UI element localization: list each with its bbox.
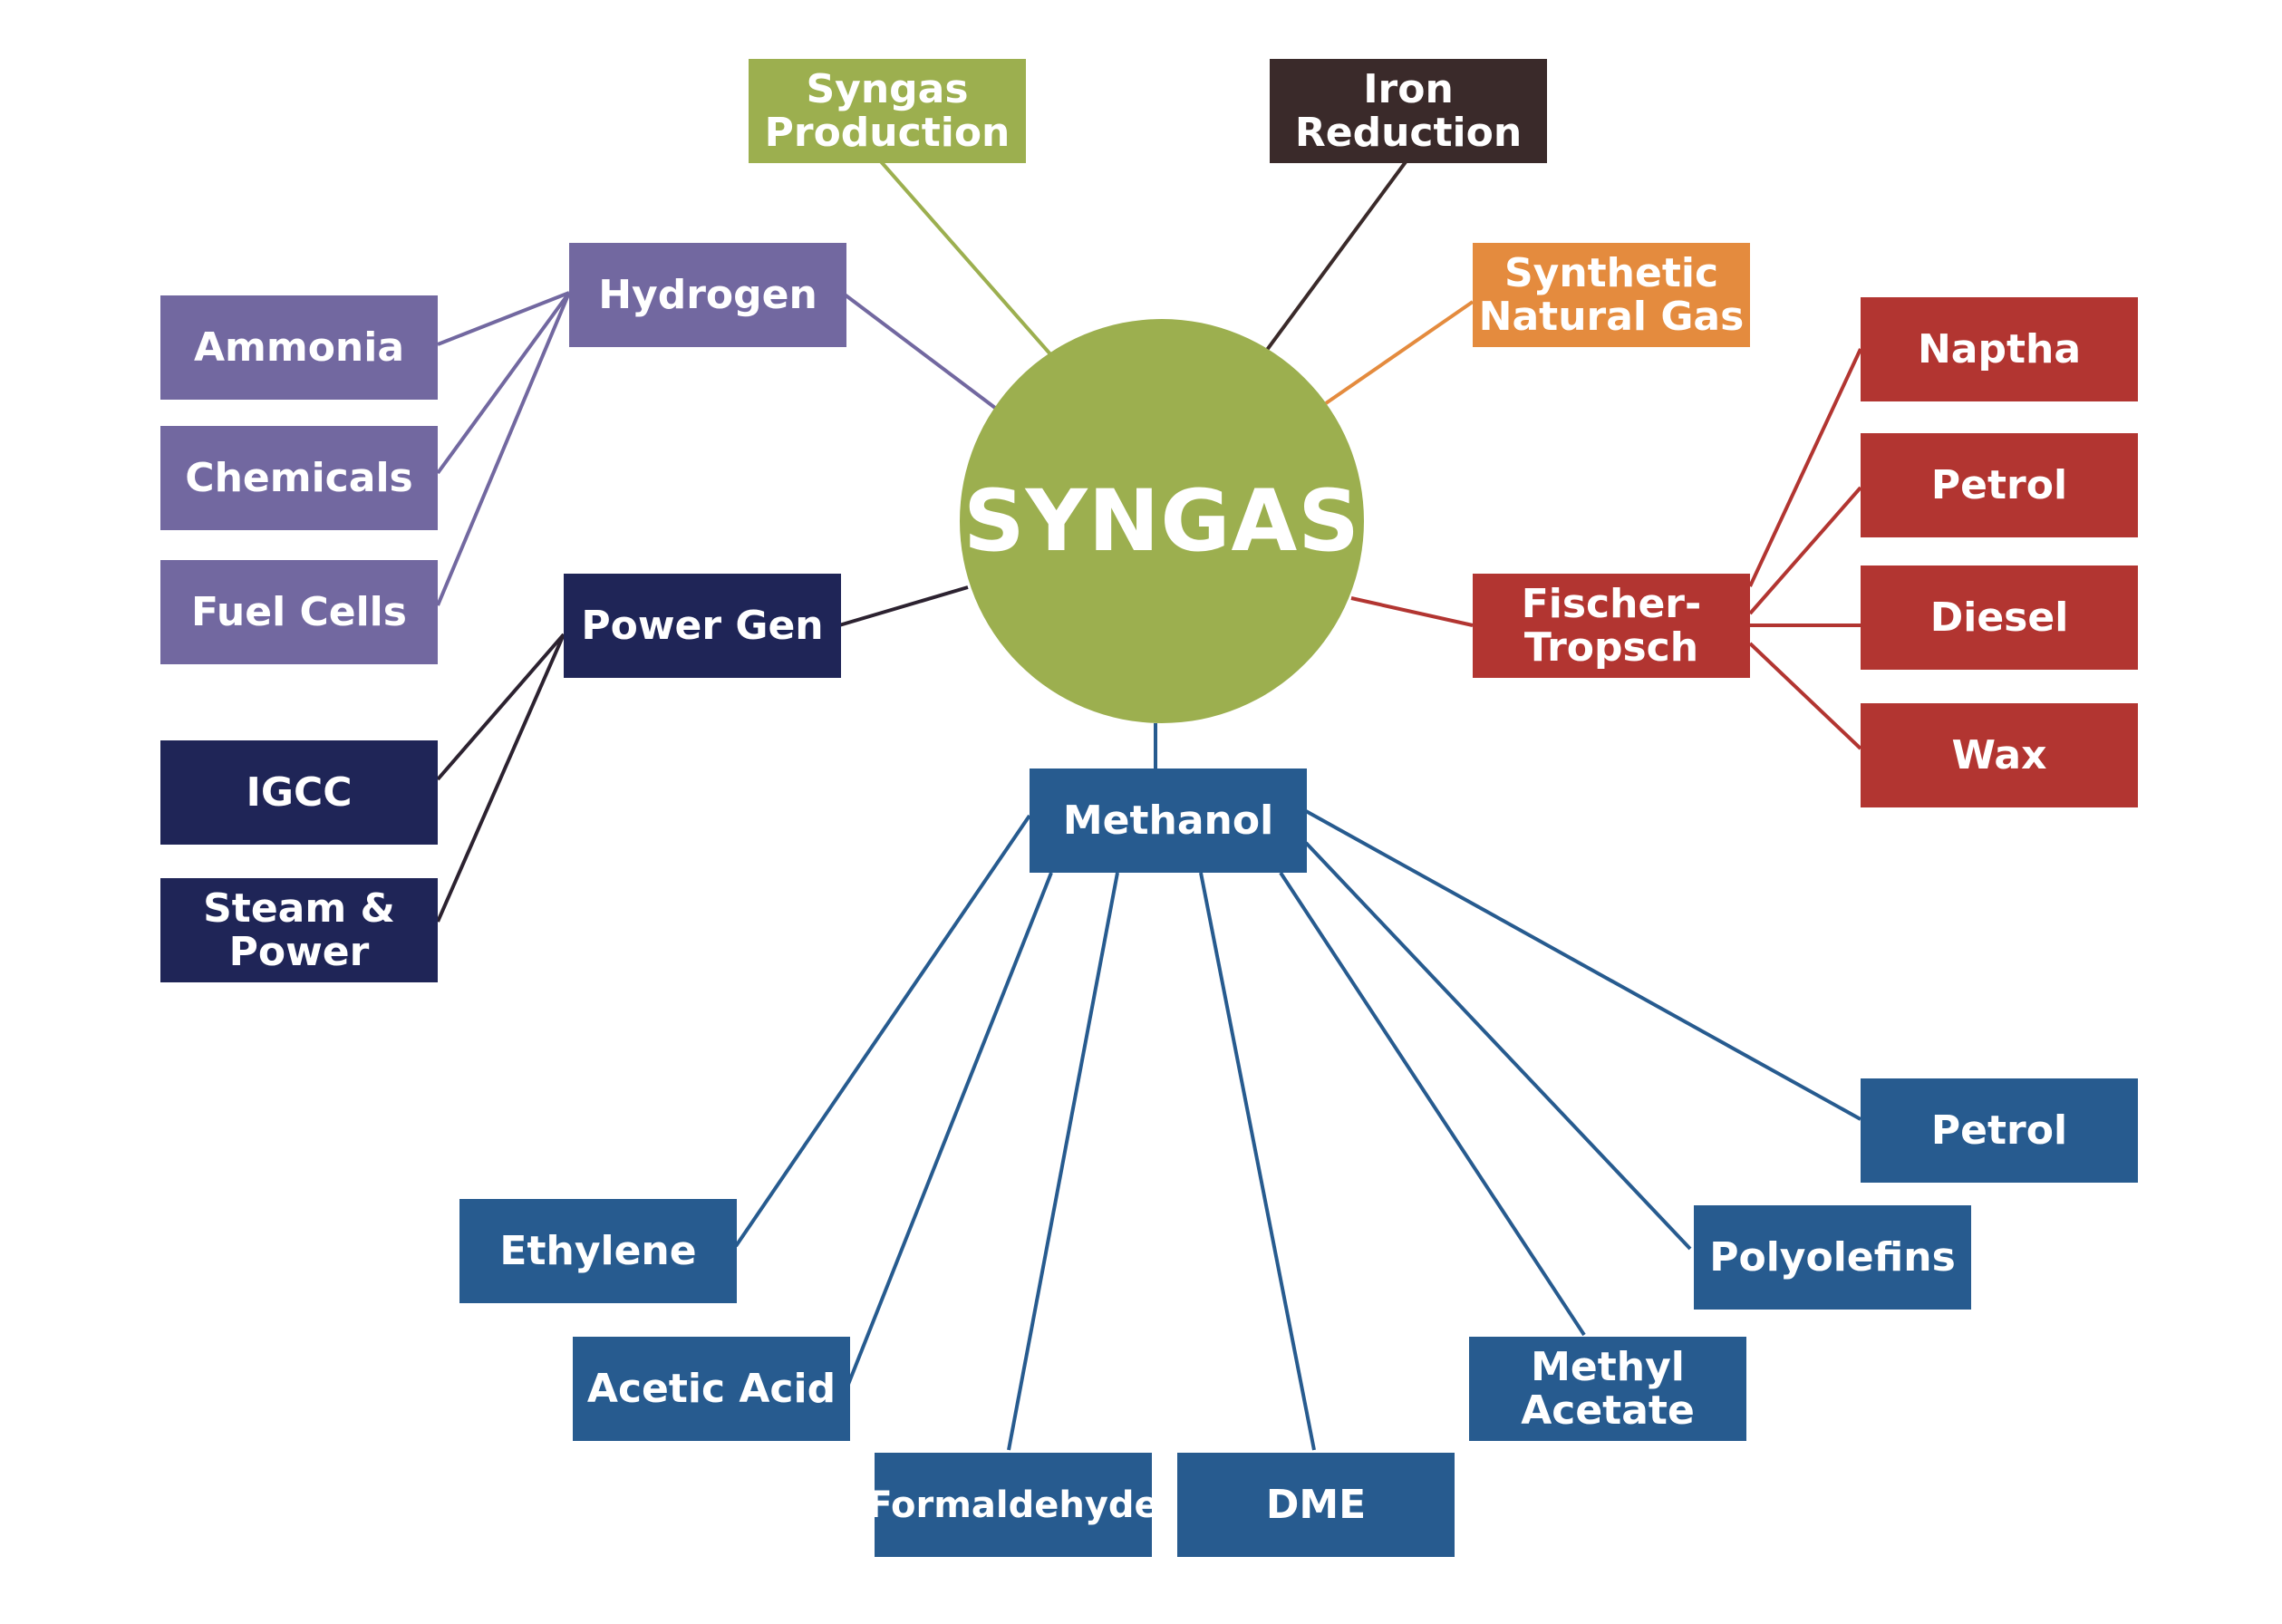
- node-label: Synthetic Natural Gas: [1478, 249, 1745, 340]
- link-hydrogen-chemicals: [436, 291, 571, 475]
- node-label: Steam & Power: [203, 884, 395, 975]
- node-label: Syngas Production: [764, 65, 1010, 156]
- node-formaldehyde: Formaldehyde: [867, 1453, 1159, 1557]
- node-label: Fuel Cells: [191, 588, 407, 635]
- node-label: Chemicals: [185, 454, 413, 501]
- node-igcc: IGCC: [160, 740, 438, 845]
- node-label: Iron Reduction: [1294, 65, 1523, 156]
- link-hub-hydrogen: [843, 293, 997, 410]
- node-polyolefins: Polyolefins: [1694, 1205, 1971, 1310]
- node-label: Fischer-Tropsch: [1521, 580, 1702, 671]
- node-methanol-petrol: Petrol: [1861, 1078, 2138, 1183]
- node-ammonia: Ammonia: [160, 295, 438, 400]
- link-ft-wax: [1748, 642, 1862, 750]
- node-fischer-tropsch: Fischer-Tropsch: [1473, 574, 1750, 678]
- node-dme: DME: [1177, 1453, 1455, 1557]
- link-methanol-petrol: [1305, 809, 1861, 1121]
- node-label: Polyolefins: [1709, 1233, 1956, 1281]
- link-hydrogen-fuel-cells: [436, 292, 571, 606]
- node-label: Methanol: [1062, 797, 1274, 844]
- node-label: Petrol: [1930, 461, 2068, 508]
- node-acetic-acid: Acetic Acid: [573, 1337, 850, 1441]
- node-naptha: Naptha: [1861, 297, 2138, 401]
- link-methanol-methyl-acetate: [1279, 871, 1586, 1337]
- node-hydrogen: Hydrogen: [569, 243, 846, 347]
- node-wax: Wax: [1861, 703, 2138, 807]
- link-hub-power-gen: [838, 585, 969, 627]
- node-chemicals: Chemicals: [160, 426, 438, 530]
- node-methanol: Methanol: [1030, 768, 1307, 873]
- link-power-steam: [436, 633, 566, 923]
- link-ft-petrol: [1748, 486, 1862, 615]
- node-steam-power: Steam & Power: [160, 878, 438, 982]
- node-ethylene: Ethylene: [459, 1199, 737, 1303]
- node-ft-petrol: Petrol: [1861, 433, 2138, 537]
- link-hub-iron-reduction: [1265, 158, 1409, 352]
- node-diesel: Diesel: [1861, 566, 2138, 670]
- node-label: Naptha: [1917, 325, 2082, 372]
- node-label: Ethylene: [499, 1227, 697, 1274]
- link-methanol-acetic-acid: [846, 872, 1053, 1387]
- node-label: Formaldehyde: [867, 1484, 1159, 1526]
- node-label: Diesel: [1929, 594, 2069, 641]
- node-synthetic-natural-gas: Synthetic Natural Gas: [1473, 243, 1750, 347]
- node-fuel-cells: Fuel Cells: [160, 560, 438, 664]
- node-label: Power Gen: [581, 602, 824, 649]
- link-ft-naptha: [1748, 348, 1862, 587]
- hub-syngas: SYNGAS: [960, 319, 1364, 723]
- node-label: Hydrogen: [598, 271, 817, 318]
- node-syngas-production: Syngas Production: [749, 59, 1026, 163]
- node-label: Ammonia: [193, 324, 405, 371]
- link-power-igcc: [436, 633, 566, 781]
- node-label: Methyl Acetate: [1521, 1343, 1695, 1434]
- node-methyl-acetate: Methyl Acetate: [1469, 1337, 1746, 1441]
- link-methanol-formaldehyde: [1007, 872, 1119, 1451]
- node-power-gen: Power Gen: [564, 574, 841, 678]
- link-hub-syngas-production: [877, 158, 1053, 357]
- link-methanol-ethylene: [734, 814, 1031, 1248]
- link-methanol-dme: [1199, 872, 1316, 1451]
- hub-label: SYNGAS: [962, 471, 1361, 571]
- node-label: Acetic Acid: [586, 1365, 836, 1412]
- node-label: DME: [1265, 1481, 1367, 1528]
- node-label: Petrol: [1930, 1107, 2068, 1154]
- link-hydrogen-ammonia: [437, 291, 570, 346]
- node-label: Wax: [1951, 731, 2047, 778]
- link-hub-synthetic-natural-gas: [1324, 300, 1475, 405]
- node-label: IGCC: [246, 768, 353, 816]
- node-iron-reduction: Iron Reduction: [1270, 59, 1547, 163]
- link-hub-fischer-tropsch: [1350, 596, 1474, 627]
- link-methanol-polyolefins: [1304, 841, 1692, 1251]
